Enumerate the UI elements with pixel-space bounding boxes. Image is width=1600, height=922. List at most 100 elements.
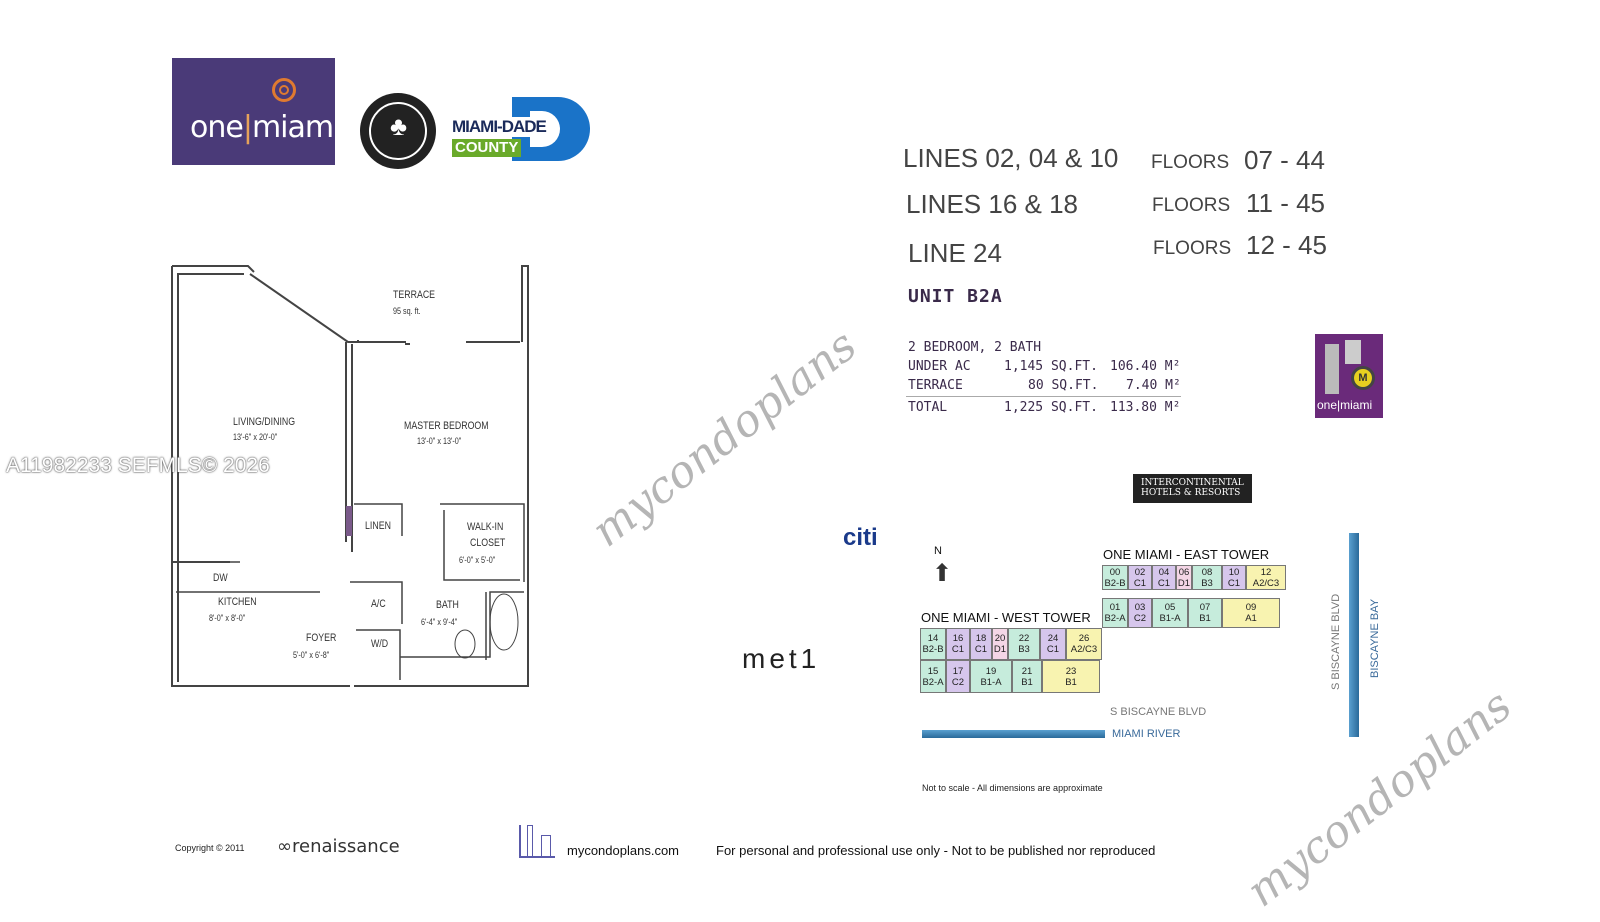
one-miami-small-logo-text: one|miami [1317,398,1373,412]
unit-type: C1 [951,644,965,655]
copyright: Copyright © 2011 [175,843,245,853]
unit-number: 01 [1109,602,1121,613]
citi-logo: citi [843,524,878,551]
mycondoplans-logo-icon [519,825,555,858]
unit-type: B1 [1021,676,1033,688]
room-label-kitchen: KITCHEN [218,596,257,608]
unit-number: 17 [952,665,964,677]
room-size: 8'-0" x 8'-0" [209,613,246,623]
mls-watermark: A11982233 SEFMLS© 2026 [6,454,270,477]
unit-number: 05 [1164,602,1176,613]
floorplan-drawing [171,265,529,687]
river-label: MIAMI RIVER [1112,728,1181,740]
site-link[interactable]: mycondoplans.com [567,843,679,858]
miami-river [922,730,1105,738]
room-label-walkin: WALK-IN [467,521,504,533]
unit-number: 22 [1018,633,1030,644]
floors-label: FLOORS [1153,238,1232,259]
unit-type: B2-B [922,644,944,655]
lines-label: LINES 16 & 18 [906,189,1078,219]
script-watermark: mycondoplans [1237,679,1522,918]
met1-logo: met1 [742,643,821,674]
west-tower-label: ONE MIAMI - WEST TOWER [921,610,1091,625]
unit-number: 06 [1178,566,1190,578]
room-size: 5'-0" x 6'-8" [293,650,330,660]
unit-number: 02 [1134,566,1146,578]
miami-dade-text: MIAMI-DADE [452,117,548,137]
street-label-vertical: S BISCAYNE BLVD [1330,593,1342,690]
unit-type: B1-A [980,676,1002,688]
renaissance-logo: ∞renaissance [277,836,400,858]
ring-icon [272,78,296,102]
unit-type: A2/C3 [1252,577,1280,589]
room-label-terrace: TERRACE [393,289,436,301]
unit-type: A2/C3 [1070,644,1098,655]
unit-type: C2 [951,676,965,688]
unit-type: B3 [1018,644,1030,655]
unit-type: B1 [1065,676,1077,688]
unit-number: 07 [1199,602,1211,613]
room-size: 6'-0" x 5'-0" [459,555,496,565]
unit-type: B1 [1199,613,1211,624]
one-miami-small-logo: M one|miami [1315,334,1383,418]
east-tower-label: ONE MIAMI - EAST TOWER [1103,547,1270,562]
unit-number: 26 [1078,633,1090,644]
intercontinental-logo-text: INTERCONTINENTAL HOTELS & RESORTS [1141,478,1244,498]
bay-label: BISCAYNE BAY [1369,598,1381,678]
unit-type: C1 [1133,577,1147,589]
miami-dade-county-logo: MIAMI-DADE COUNTY [452,97,590,161]
spec-label: TERRACE [908,378,963,393]
biscayne-bay [1349,533,1359,737]
floors-value: 12 - 45 [1246,230,1327,260]
unit-number: 00 [1109,566,1121,578]
room-label-bath: BATH [436,599,459,611]
room-size: 95 sq. ft. [393,306,421,316]
unit-type: C1 [974,644,988,655]
spec-label: TOTAL [908,400,948,415]
unit-type: D1 [1177,577,1191,589]
floors-value: 11 - 45 [1246,188,1326,218]
one-miami-logo: one|miami [172,58,341,165]
spec-m2: 7.40 M² [1126,378,1181,393]
unit-type: 2 BEDROOM, 2 BATH [908,340,1042,355]
unit-number: 16 [952,633,964,644]
unit-type: A1 [1245,613,1257,624]
spec-label: UNDER AC [908,359,971,374]
room-label-linen: LINEN [365,520,391,532]
unit-number: 03 [1134,602,1146,613]
unit-number: 10 [1228,566,1240,578]
palm-tree-icon: ♣ [390,111,408,141]
street-label: S BISCAYNE BLVD [1110,706,1207,718]
m-badge-icon: M [1351,366,1375,390]
room-label-ac: A/C [371,598,386,610]
room-label-wd: W/D [371,638,389,650]
disclaimer: For personal and professional use only -… [716,843,1156,858]
unit-type: B2-A [922,676,944,688]
unit-number: 23 [1065,665,1077,677]
lines-label: LINE 24 [908,238,1002,268]
appliance-label-dw: DW [213,572,228,584]
north-arrow-icon: ⬆ [932,560,953,587]
scale-note: Not to scale - All dimensions are approx… [922,783,1103,793]
